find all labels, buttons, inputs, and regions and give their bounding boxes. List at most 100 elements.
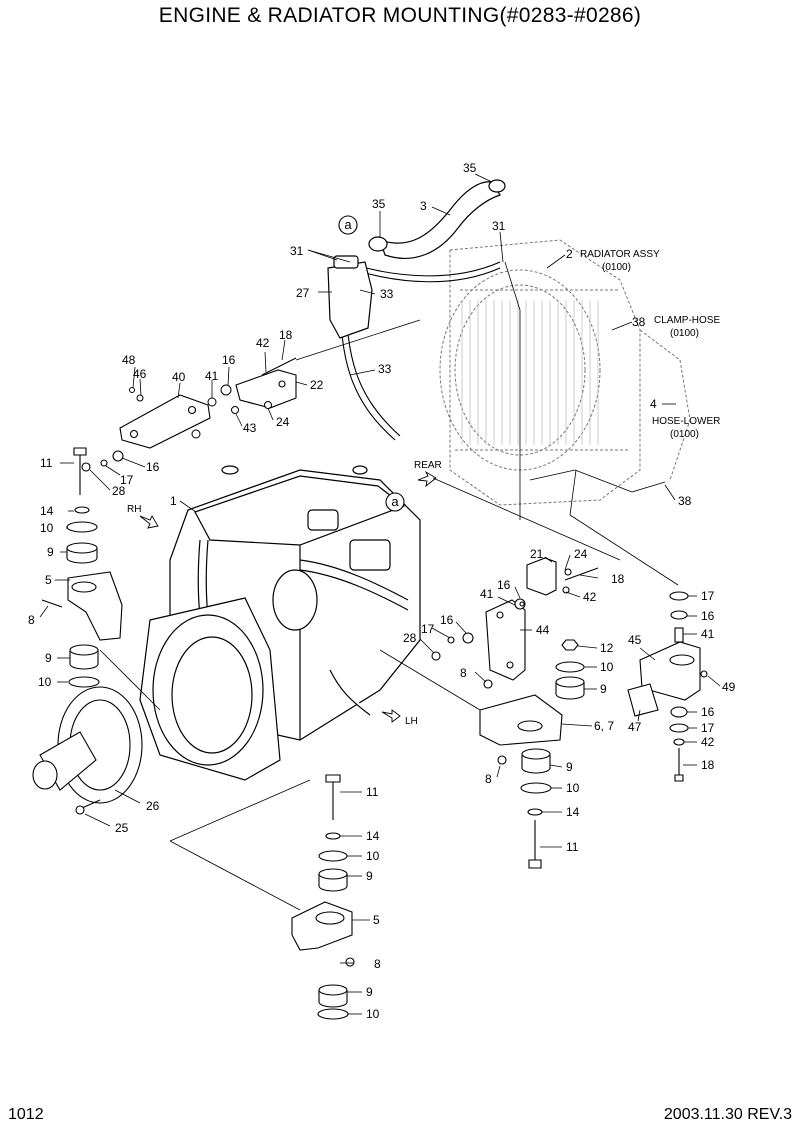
callout-9a: 9 [47,545,54,559]
callout-12: 12 [600,641,614,655]
callout-21: 21 [530,547,544,561]
callout-14a: 14 [40,504,54,518]
callout-18b: 18 [611,572,625,586]
callout-16e: 16 [701,609,715,623]
direction-rear: REAR [414,460,442,488]
svg-text:LH: LH [405,716,418,727]
callout-18a: 18 [279,328,293,342]
callout-48: 48 [122,353,136,367]
callout-31b: 31 [492,219,506,233]
callout-43: 43 [243,421,257,435]
radiator-fins [461,300,599,445]
callout-11c: 11 [366,785,379,799]
right-mount-stack [479,639,585,869]
callout-22: 22 [310,378,324,392]
callout-2: 2 [566,247,573,261]
callout-labels: 35 35 3 31 31 27 33 33 2 38 4 38 18 42 1… [28,161,736,1021]
callout-14b: 14 [566,805,580,819]
ref-marker-a-engine: a [385,492,405,512]
callout-24a: 24 [276,415,290,429]
callout-9c: 9 [600,682,607,696]
radiator-assy [439,239,691,506]
callout-16b: 16 [146,460,160,474]
callout-10e: 10 [366,849,380,863]
callout-35b: 35 [372,197,386,211]
callout-44: 44 [536,623,550,637]
callout-4: 4 [650,397,657,411]
callout-49: 49 [722,680,736,694]
callout-17c: 17 [701,589,715,603]
callout-16a: 16 [222,353,236,367]
flywheel-housing [139,597,281,781]
callout-28b: 28 [403,631,417,645]
callout-16d: 16 [440,613,454,627]
far-right-stack [627,591,708,782]
callout-8c: 8 [485,772,492,786]
direction-lh: LH [381,709,418,727]
callout-9e: 9 [366,869,373,883]
direction-rh: RH [127,504,159,529]
callout-8a: 8 [28,613,35,627]
bracket-44 [431,598,526,681]
callout-3: 3 [420,199,427,213]
callout-9f: 9 [366,985,373,999]
callout-28a: 28 [112,484,126,498]
callout-18c: 18 [701,758,715,772]
bracket-22 [235,369,297,409]
callout-25: 25 [115,821,129,835]
callout-24b: 24 [574,547,588,561]
callout-10a: 10 [40,521,54,535]
callout-10b: 10 [38,675,52,689]
svg-text:a: a [391,494,399,509]
callout-10f: 10 [366,1007,380,1021]
callout-41b: 41 [480,587,494,601]
callout-11a: 11 [40,456,53,470]
callout-47: 47 [628,720,642,734]
callout-11b: 11 [566,840,579,854]
left-mount-stack [41,447,124,688]
callout-46: 46 [133,367,147,381]
note-hose-code: (0100) [670,429,699,440]
svg-text:RH: RH [127,504,141,515]
page-title: ENGINE & RADIATOR MOUNTING(#0283-#0286) [158,4,642,27]
callout-9b: 9 [45,651,52,665]
callout-17d: 17 [701,721,715,735]
callout-14c: 14 [366,829,380,843]
note-hose-lower: HOSE-LOWER [652,416,720,427]
small-hardware-upper [129,357,297,439]
note-radiator-assy: RADIATOR ASSY [580,249,660,260]
callout-16c: 16 [497,578,511,592]
callout-42a: 42 [256,336,270,350]
callout-38a: 38 [632,315,646,329]
callout-5b: 5 [373,913,380,927]
callout-26: 26 [146,799,160,813]
ref-marker-a-top: a [338,215,358,235]
callout-33b: 33 [378,362,392,376]
callout-8b: 8 [460,666,467,680]
callout-17a: 17 [120,473,134,487]
callout-42c: 42 [701,735,715,749]
callout-41c: 41 [701,627,715,641]
callout-5a: 5 [45,573,52,587]
callout-1: 1 [170,494,177,508]
part-notes: RADIATOR ASSY (0100) CLAMP-HOSE (0100) H… [580,249,720,440]
note-clamp-code: (0100) [670,328,699,339]
callout-27: 27 [296,286,310,300]
callout-42b: 42 [583,590,597,604]
bracket-21 [526,557,599,596]
revision-date: 2003.11.30 REV.3 [663,1106,792,1123]
callout-41a: 41 [205,369,219,383]
callout-8d: 8 [374,957,381,971]
note-clamp-hose: CLAMP-HOSE [654,315,720,326]
bottom-mount-stack [291,774,355,1020]
bracket-40 [119,394,211,449]
svg-text:REAR: REAR [414,460,442,471]
note-radiator-code: (0100) [602,262,631,273]
callout-10c: 10 [600,660,614,674]
callout-17b: 17 [421,622,435,636]
upper-hose [379,181,501,259]
callout-9d: 9 [566,760,573,774]
callout-10d: 10 [566,781,580,795]
svg-text:a: a [344,217,352,232]
coupling-26 [32,686,143,815]
